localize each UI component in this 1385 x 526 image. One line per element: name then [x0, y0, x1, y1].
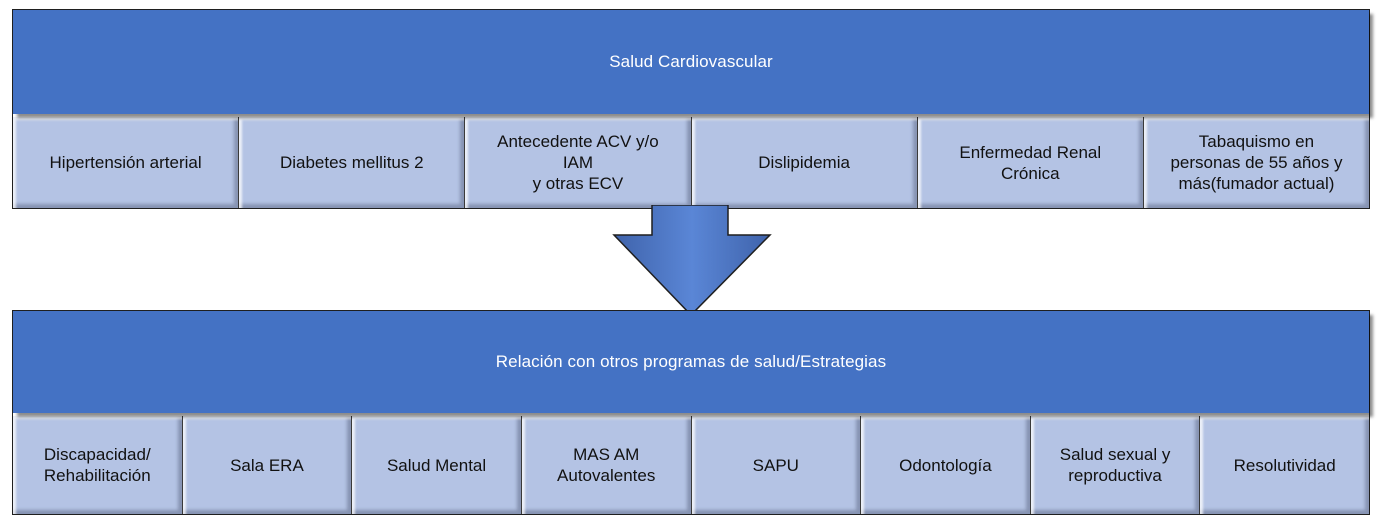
- program-sala-era: Sala ERA: [181, 416, 352, 514]
- strategies-block: Relación con otros programas de salud/Es…: [12, 310, 1370, 515]
- program-salud-mental: Salud Mental: [351, 416, 521, 514]
- program-row: Discapacidad/ Rehabilitación Sala ERA Sa…: [13, 416, 1369, 514]
- risk-factor-dislipidemia: Dislipidemia: [690, 117, 917, 208]
- down-arrow-icon: [612, 205, 772, 317]
- strategies-title-text: Relación con otros programas de salud/Es…: [495, 352, 887, 371]
- risk-factor-tabaquismo: Tabaquismo en personas de 55 años y más(…: [1142, 117, 1370, 208]
- program-mas-am: MAS AM Autovalentes: [520, 416, 691, 514]
- cardiovascular-title-text: Salud Cardiovascular: [609, 52, 773, 71]
- risk-factor-diabetes: Diabetes mellitus 2: [238, 117, 465, 208]
- program-salud-sexual: Salud sexual y reproductiva: [1029, 416, 1200, 514]
- cardiovascular-block: Salud Cardiovascular Hipertensión arteri…: [12, 9, 1370, 209]
- program-odontologia: Odontología: [860, 416, 1030, 514]
- risk-factor-row: Hipertensión arterial Diabetes mellitus …: [13, 117, 1370, 208]
- program-discapacidad: Discapacidad/ Rehabilitación: [13, 416, 182, 514]
- strategies-title: Relación con otros programas de salud/Es…: [13, 311, 1369, 413]
- program-sapu: SAPU: [690, 416, 861, 514]
- risk-factor-acv-iam: Antecedente ACV y/o IAM y otras ECV: [464, 117, 691, 208]
- program-resolutividad: Resolutividad: [1199, 416, 1369, 514]
- cardiovascular-title: Salud Cardiovascular: [13, 10, 1369, 114]
- risk-factor-hipertension: Hipertensión arterial: [13, 117, 239, 208]
- risk-factor-renal: Enfermedad Renal Crónica: [916, 117, 1143, 208]
